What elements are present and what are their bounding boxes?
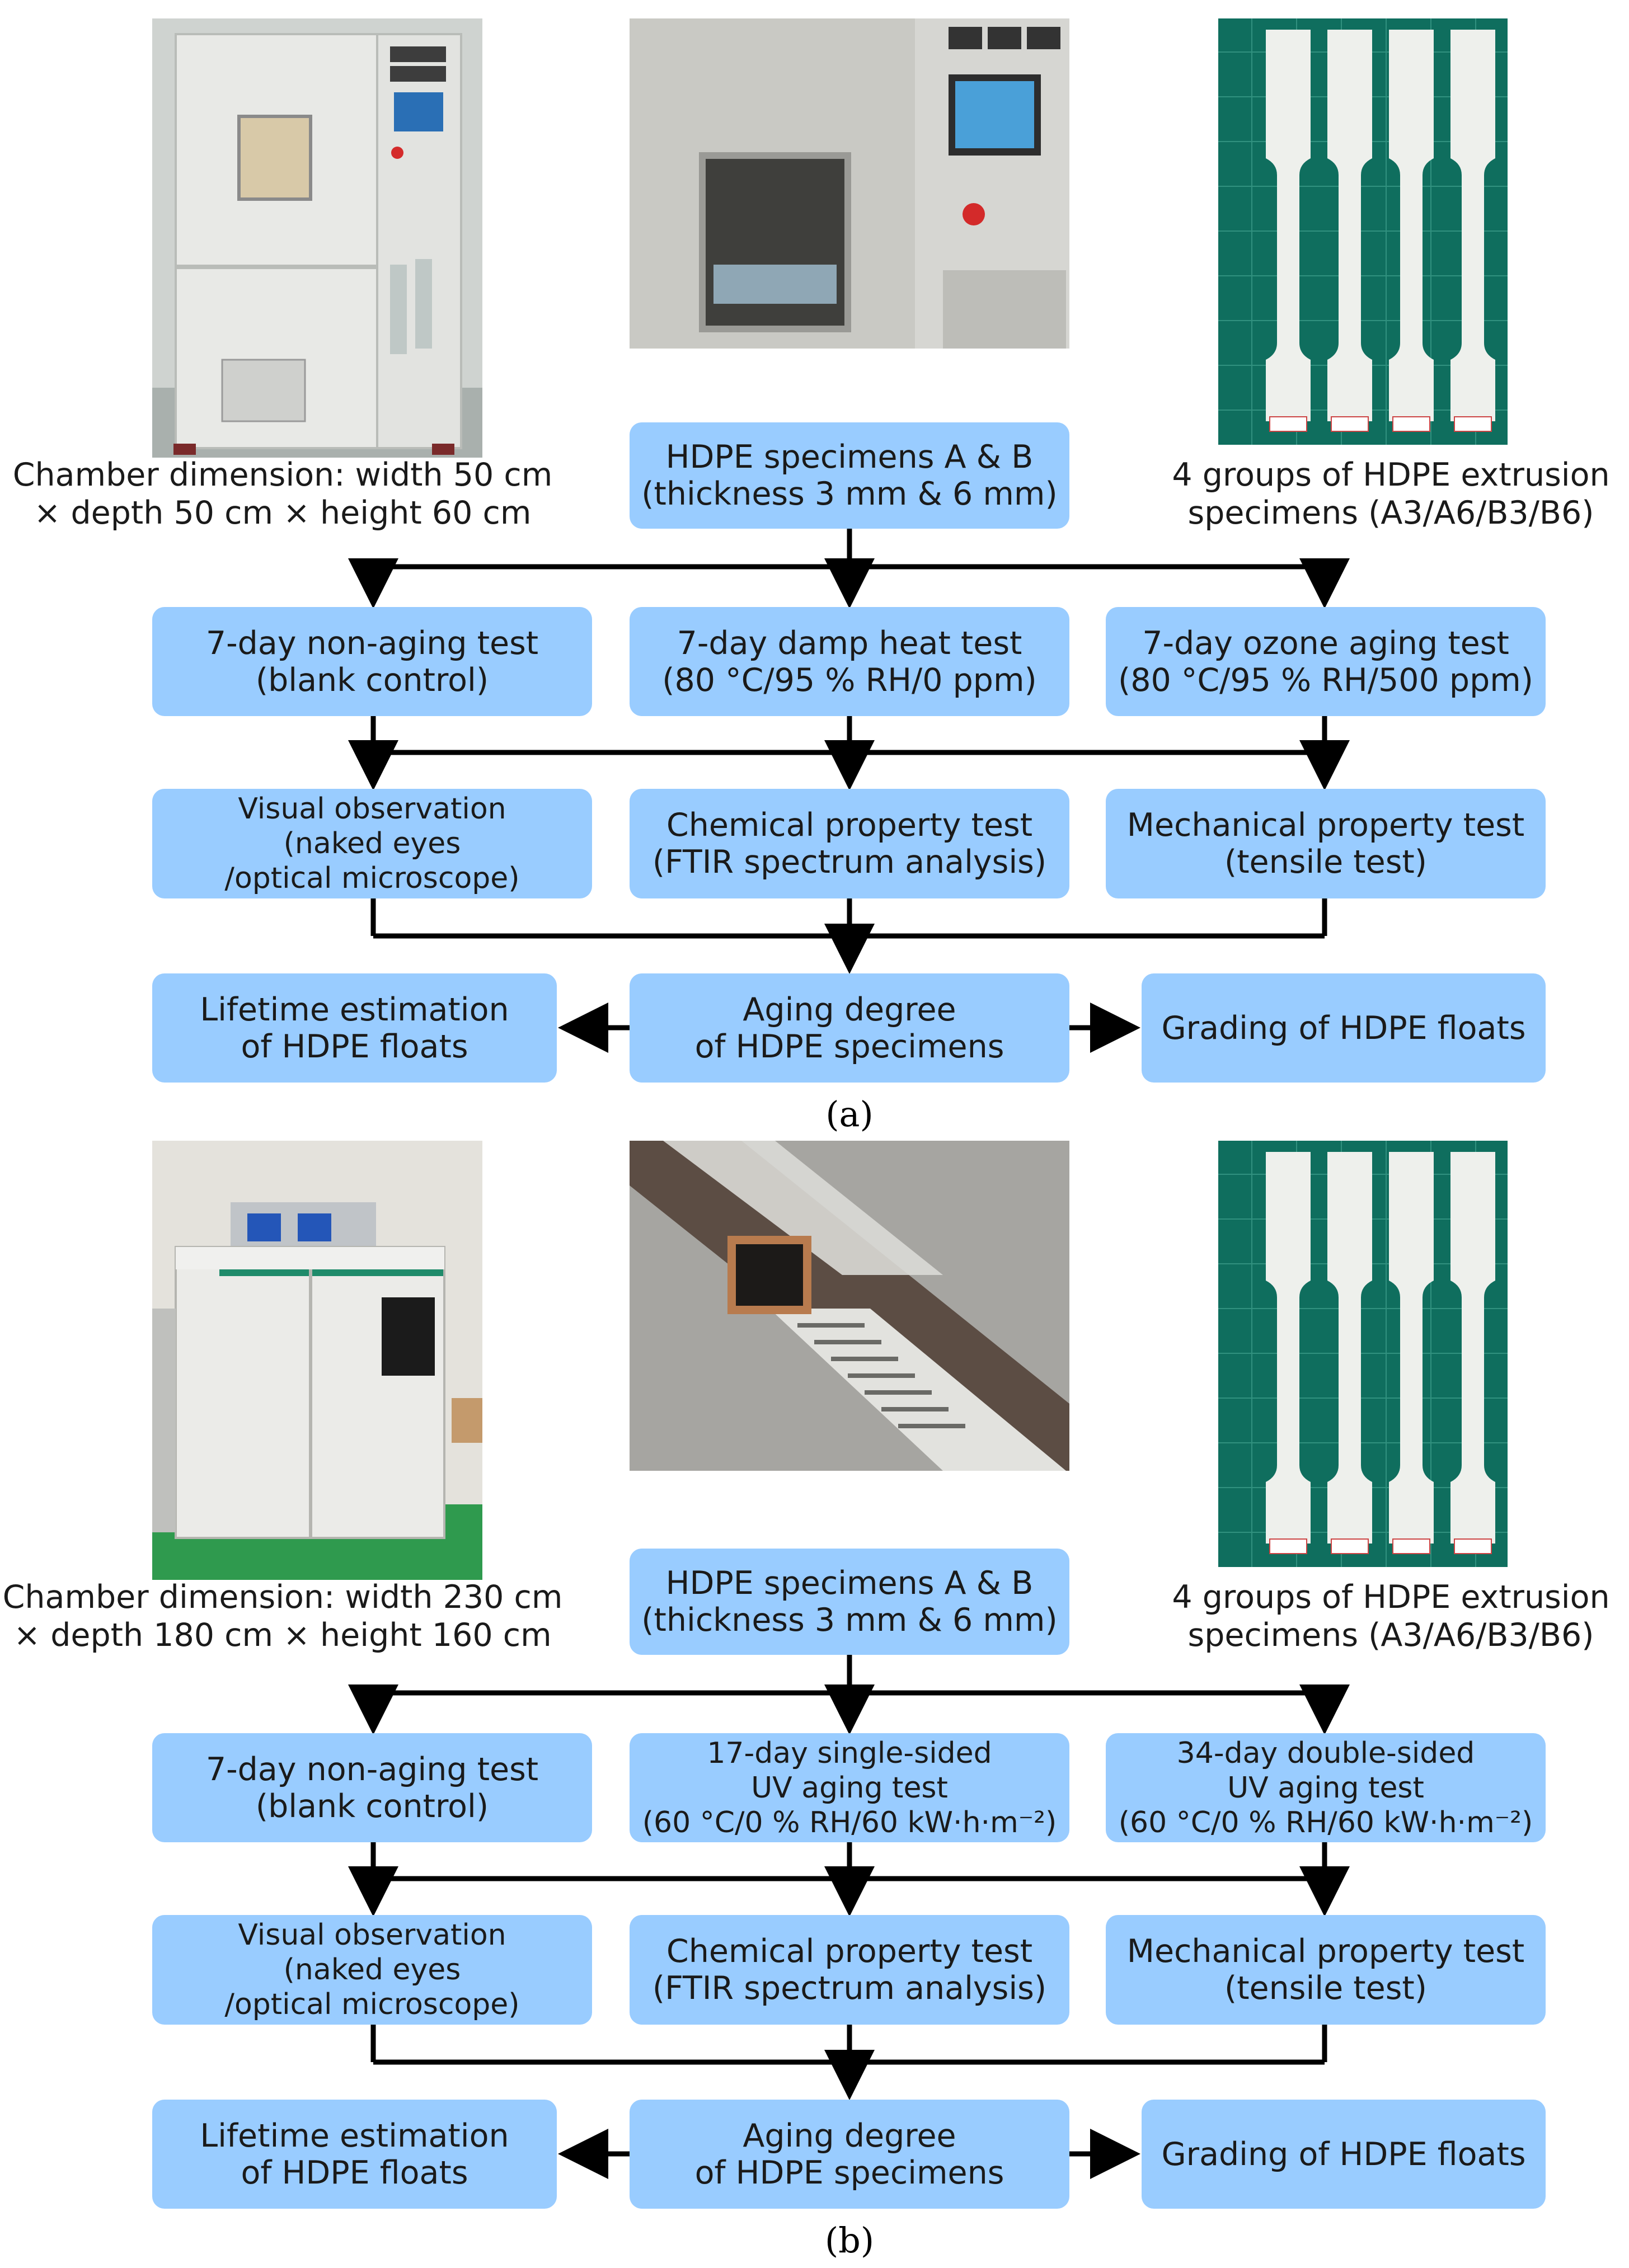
test-box-double-sided-uv: 34-day double-sided UV aging test (60 °C… [1106, 1733, 1546, 1842]
chamber-photo [152, 18, 482, 458]
analysis-box-chemical: Chemical property test (FTIR spectrum an… [630, 1915, 1069, 2025]
hdpe-specimens-box: HDPE specimens A & B (thickness 3 mm & 6… [630, 1549, 1069, 1655]
outcome-box-grading: Grading of HDPE floats [1142, 2100, 1546, 2209]
analysis-box-mechanical: Mechanical property test (tensile test) [1106, 789, 1546, 898]
analysis-box-chemical: Chemical property test (FTIR spectrum an… [630, 789, 1069, 898]
outcome-box-grading: Grading of HDPE floats [1142, 973, 1546, 1083]
panel-label: (b) [824, 2220, 875, 2261]
panel-b: Chamber dimension: width 230 cm × depth … [0, 1126, 1629, 2261]
analysis-box-mechanical: Mechanical property test (tensile test) [1106, 1915, 1546, 2025]
test-box-non-aging: 7-day non-aging test (blank control) [152, 607, 592, 716]
outcome-box-lifetime: Lifetime estimation of HDPE floats [152, 973, 557, 1083]
specimens-photo [1218, 18, 1508, 445]
uv-chamber-photo [152, 1141, 482, 1580]
panel-label: (a) [825, 1094, 874, 1135]
panel-a: Chamber dimension: width 50 cm × depth 5… [12, 18, 1610, 1135]
analysis-box-visual: Visual observation (naked eyes /optical … [152, 789, 592, 898]
outcome-box-aging-degree: Aging degree of HDPE specimens [630, 2100, 1069, 2209]
flow-connectors [348, 1655, 1350, 2179]
test-box-non-aging: 7-day non-aging test (blank control) [152, 1733, 592, 1842]
test-box-damp-heat: 7-day damp heat test (80 °C/95 % RH/0 pp… [630, 607, 1069, 716]
test-box-ozone-aging: 7-day ozone aging test (80 °C/95 % RH/50… [1106, 607, 1546, 716]
specimen-caption: 4 groups of HDPE extrusion specimens (A3… [1172, 457, 1610, 531]
chamber-caption: Chamber dimension: width 50 cm × depth 5… [12, 457, 553, 531]
flow-connectors [348, 529, 1350, 1053]
analysis-box-visual: Visual observation (naked eyes /optical … [152, 1915, 592, 2025]
hdpe-specimens-box: HDPE specimens A & B (thickness 3 mm & 6… [630, 422, 1069, 529]
specimen-caption: 4 groups of HDPE extrusion specimens (A3… [1172, 1579, 1610, 1654]
outcome-box-lifetime: Lifetime estimation of HDPE floats [152, 2100, 557, 2209]
outcome-box-aging-degree: Aging degree of HDPE specimens [630, 973, 1069, 1083]
uv-specimens-closeup-photo [630, 1141, 1069, 1471]
specimens-photo [1218, 1141, 1508, 1567]
chamber-caption: Chamber dimension: width 230 cm × depth … [2, 1579, 563, 1654]
test-box-single-sided-uv: 17-day single-sided UV aging test (60 °C… [630, 1733, 1069, 1842]
chamber-closeup-photo [630, 18, 1069, 349]
